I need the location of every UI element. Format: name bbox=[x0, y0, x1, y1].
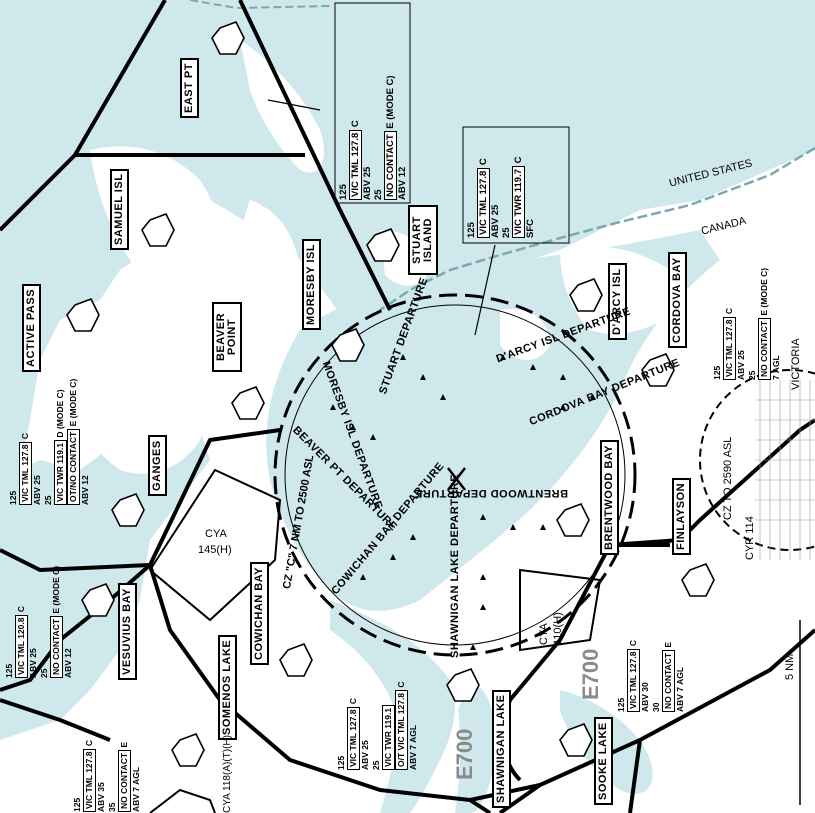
label-e700-right: E700 bbox=[578, 648, 603, 700]
top-stack-frame bbox=[334, 2, 411, 204]
victoria-cz-circle bbox=[699, 369, 815, 551]
label-vesuvius-bay: VESUVIUS BAY bbox=[118, 583, 137, 680]
label-moresby-isl: MORESBY ISL bbox=[302, 238, 321, 330]
lake-shawnigan bbox=[455, 680, 497, 813]
label-cyr114: CYR 114 bbox=[744, 516, 756, 560]
label-cowichan-bay: COWICHAN BAY bbox=[250, 562, 269, 665]
stack-right: 125 VIC TML 127.8 C ABV 25 25 NO CONTACT… bbox=[712, 267, 781, 380]
class-c-boundary bbox=[273, 293, 637, 657]
cya-118-area bbox=[149, 788, 216, 813]
cya-145-area bbox=[148, 468, 282, 622]
label-cya118: CYA 118(A)(T)(H) bbox=[222, 735, 233, 813]
label-finlayson: FINLAYSON bbox=[672, 477, 691, 555]
airport-symbol bbox=[447, 467, 466, 491]
label-ganges: GANGES bbox=[148, 435, 167, 496]
label-shawnigan-departure: SHAWNIGAN LAKE DEPARTURE bbox=[449, 473, 461, 658]
stack-top-c: 125 VIC TML 127.8 C ABV 25 25 NO CONTACT… bbox=[338, 75, 408, 200]
label-cya110-a: CYA bbox=[538, 623, 550, 645]
stack-left: 125 VIC TML 127.8 C ABV 25 25 VIC TWR 11… bbox=[8, 378, 90, 505]
label-cordova-bay: CORDOVA BAY bbox=[668, 252, 687, 348]
stack-bottom-left: 125 VIC TML 127.8 C ABV 35 35 NO CONTACT… bbox=[72, 740, 141, 812]
stack-bottom-right: 125 VIC TML 127.8 C ABV 30 30 NO CONTACT… bbox=[616, 640, 685, 712]
island-darcy bbox=[500, 309, 550, 360]
label-cya145-a: CYA bbox=[205, 528, 227, 540]
label-darcy-isl: D'ARCY ISL bbox=[608, 263, 627, 340]
international-boundary-north bbox=[189, 0, 331, 10]
label-east-pt: EAST PT bbox=[180, 58, 199, 118]
label-brentwood-bay: BRENTWOOD BAY bbox=[600, 439, 619, 555]
departure-triangles bbox=[330, 354, 596, 650]
label-brentwood-departure: BRENTWOOD DEPARTURE bbox=[414, 487, 568, 499]
label-e700-bottom: E700 bbox=[452, 728, 477, 780]
label-cz-victoria: CZ TO 2590 ASL bbox=[722, 436, 734, 520]
label-stuart-island: STUART ISLAND bbox=[408, 205, 438, 275]
island-east-pt bbox=[240, 40, 324, 173]
label-cya145-b: 145(H) bbox=[198, 544, 232, 556]
international-boundary bbox=[379, 146, 815, 312]
stack-top-sfc: 125 VIC TML 127.8 C ABV 25 25 VIC TWR 11… bbox=[466, 156, 536, 238]
label-scale: 5 NM bbox=[784, 653, 796, 680]
island-moresby bbox=[238, 200, 300, 311]
pointer-arrow-east-pt bbox=[267, 99, 321, 111]
label-active-pass: ACTIVE PASS bbox=[22, 283, 41, 372]
sfc-stack-frame bbox=[462, 126, 570, 244]
label-victoria: VICTORIA bbox=[790, 338, 802, 390]
vrp-markers bbox=[66, 20, 715, 767]
label-somenos-lake: SOMENOS LAKE bbox=[218, 634, 237, 740]
stack-vesuvius: 125 VIC TML 120.8 C ABV 25 25 NO CONTACT… bbox=[4, 565, 73, 678]
departure-route-circle bbox=[284, 304, 626, 646]
label-beaver-point: BEAVER POINT bbox=[212, 302, 242, 372]
label-cya110-b: 110(H) bbox=[552, 612, 564, 645]
label-samuel-isl: SAMUEL ISL bbox=[110, 168, 129, 250]
pointer-arrow-stuart bbox=[474, 244, 496, 336]
label-sooke-lake: SOOKE LAKE bbox=[594, 717, 613, 805]
label-shawnigan-lake: SHAWNIGAN LAKE bbox=[492, 689, 511, 808]
island-salt-spring bbox=[60, 323, 204, 474]
stack-bottom-mid: 125 VIC TML 127.8 C ABV 25 25 VIC TWR 11… bbox=[336, 681, 418, 770]
cya-110-area bbox=[519, 568, 602, 652]
city-grid bbox=[755, 380, 815, 560]
